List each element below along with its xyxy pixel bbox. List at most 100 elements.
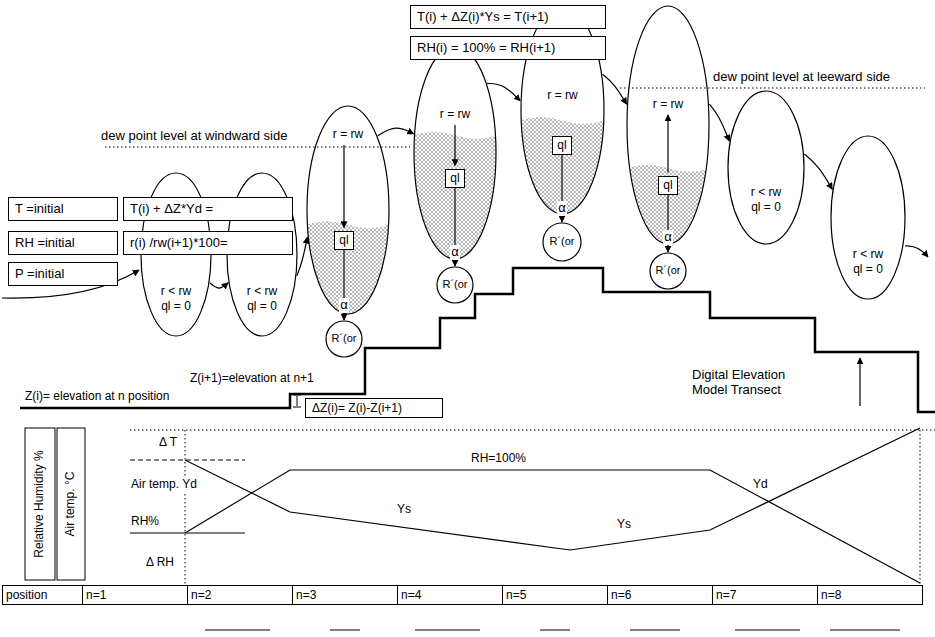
alpha-symbol: α — [339, 298, 349, 313]
table-cell: n=1 — [82, 585, 188, 605]
parcel-outline — [831, 136, 905, 299]
axis-title: Air temp. °C — [64, 472, 78, 537]
temperature-curve — [185, 428, 920, 550]
node-text: R´(or — [331, 332, 356, 346]
node-text: r(i) /rw(i+1)*100= — [130, 235, 228, 251]
liquid-water-box: ql — [552, 136, 571, 155]
liquid-fill — [414, 46, 496, 259]
node-text: ql — [663, 178, 672, 193]
node-text: P =initial — [15, 266, 64, 282]
node-text: ql = 0 — [226, 299, 298, 314]
parcel-outline — [141, 173, 211, 336]
ellipse-outline — [626, 5, 710, 245]
delta-mark: Δ T — [158, 436, 178, 450]
node-text: ql = 0 — [140, 299, 212, 314]
node-text: T(i) + ΔZ*Yd = — [130, 201, 213, 217]
delta-z-marker — [293, 395, 301, 407]
axis-box — [25, 428, 55, 580]
parcel-text-group: r < rwql = 0 — [830, 247, 906, 277]
axis-box — [57, 428, 85, 580]
rain-outline — [326, 321, 362, 357]
curve-label: RH=100% — [470, 452, 527, 466]
axis-title: Relative Humidity % — [33, 450, 47, 557]
node-text: r < rw — [226, 284, 298, 299]
curve-label: Ys — [616, 518, 632, 532]
rain-outline — [543, 223, 581, 261]
elevation-note: Z(i+1)=elevation at n+1 — [190, 372, 314, 386]
air-parcel-ellipse: r = rw ql — [413, 45, 497, 260]
chart-frame — [920, 430, 921, 585]
air-parcel-ellipse: r < rwql = 0 — [727, 90, 805, 245]
alpha-symbol: α — [557, 201, 567, 216]
table-cell: n=4 — [397, 585, 503, 605]
liquid-water-box: ql — [334, 231, 353, 250]
ellipse-outline — [413, 45, 497, 260]
air-parcel-ellipse: r = rw ql — [626, 5, 710, 245]
liquid-water-box: ql — [658, 176, 677, 195]
chart-frame — [130, 430, 935, 431]
node-text: T(i) + ΔZ(i)*Ys = T(i+1) — [417, 9, 549, 25]
dew-point-note: dew point level at leeward side — [712, 70, 891, 85]
formula-box: T(i) + ΔZ(i)*Ys = T(i+1) — [410, 5, 606, 29]
flow-connector — [378, 128, 414, 136]
parcel-text-group: r = rw — [413, 107, 497, 122]
table-cell: n=5 — [502, 585, 608, 605]
flow-connector — [602, 74, 626, 104]
parcel-text-group: r = rw — [520, 88, 605, 103]
parcel-text-group: r < rwql = 0 — [727, 185, 805, 215]
dew-point-line — [105, 147, 410, 148]
table-cell: n=2 — [187, 585, 293, 605]
alpha-symbol: α — [663, 230, 673, 245]
node-text: r < rw — [727, 185, 805, 200]
formula-box: ΔZ(i)= Z(i)-Z(i+1) — [305, 398, 443, 418]
elevation-transect — [20, 268, 935, 412]
parcel-text-group: r = rw — [626, 97, 710, 112]
parcel-outline — [728, 91, 804, 244]
formula-box: r(i) /rw(i+1)*100= — [123, 231, 293, 255]
node-text: T =initial — [15, 201, 64, 217]
rain-circle: R´(or — [649, 252, 687, 290]
node-text: r = rw — [520, 88, 605, 103]
chart-frame — [185, 430, 186, 585]
flow-connector — [804, 154, 832, 189]
leader-arrow — [859, 358, 860, 406]
parcel-text-group: r = rw — [306, 127, 390, 142]
transect-note: Digital Elevation Model Transect — [692, 368, 810, 398]
air-parcel-ellipse: r = rw ql — [306, 105, 390, 315]
node-text: RH(i) = 100% = RH(i+1) — [417, 40, 555, 56]
rain-circle: R´(or — [436, 266, 474, 304]
dew-point-line — [620, 88, 925, 89]
reference-line — [130, 533, 245, 534]
rain-outline — [650, 253, 686, 289]
rain-circle: R´(or — [542, 222, 582, 262]
liquid-water-box: ql — [445, 169, 464, 188]
parcel-outline — [307, 106, 389, 314]
parcel-text-group: r < rwql = 0 — [226, 284, 298, 314]
node-text: ΔZ(i)= Z(i)-Z(i+1) — [312, 401, 402, 416]
air-parcel-ellipse: r < rwql = 0 — [830, 135, 906, 300]
reference-line — [130, 460, 245, 461]
table-cell: position — [2, 585, 83, 605]
flow-arrow — [905, 246, 928, 257]
ellipse-outline — [727, 90, 805, 245]
liquid-fill — [307, 106, 389, 314]
curve-label: Air temp. Yd — [130, 478, 198, 492]
dew-point-note: dew point level at windward side — [100, 129, 288, 144]
underline-dashes — [205, 630, 900, 631]
node-text: ql — [557, 138, 566, 153]
rain-outline — [437, 267, 473, 303]
table-cell: n=7 — [712, 585, 818, 605]
moisture-arrow — [343, 145, 344, 228]
rain-circle: R´(or — [325, 320, 363, 358]
node-text: ql = 0 — [727, 200, 805, 215]
flow-connector — [487, 83, 520, 100]
node-text: R´(or — [655, 264, 680, 278]
parcel-outline — [414, 46, 496, 259]
node-text: ql — [339, 233, 348, 248]
node-text: r < rw — [830, 247, 906, 262]
curve-label: Yd — [752, 478, 769, 492]
node-text: r < rw — [140, 284, 212, 299]
